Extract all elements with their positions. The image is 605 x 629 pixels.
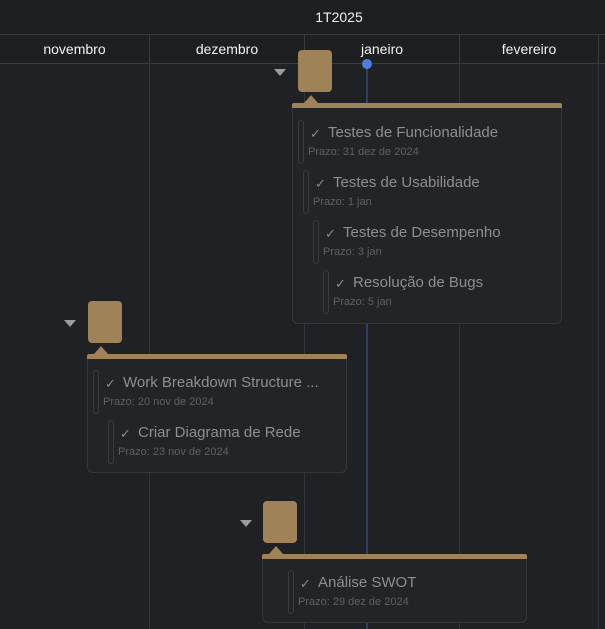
task-indent — [298, 120, 304, 164]
check-icon[interactable]: ✓ — [105, 376, 116, 391]
grid-line — [304, 63, 305, 629]
task-indent — [288, 570, 294, 614]
month-divider — [304, 35, 305, 63]
task-title: Work Breakdown Structure ... — [123, 374, 319, 391]
check-icon[interactable]: ✓ — [120, 426, 131, 441]
task-title: Testes de Funcionalidade — [328, 124, 499, 141]
task-indent — [323, 270, 329, 314]
month-february: fevereiro — [501, 41, 557, 57]
group-box — [292, 108, 562, 324]
month-divider — [149, 35, 150, 63]
task-due: Prazo: 5 jan — [333, 296, 392, 308]
task-card[interactable]: ✓ Testes de Desempenho Prazo: 3 jan — [313, 220, 548, 266]
task-due: Prazo: 31 dez de 2024 — [308, 146, 419, 158]
group-bar[interactable] — [87, 354, 347, 359]
task-indent — [93, 370, 99, 414]
group-bar[interactable] — [292, 103, 562, 108]
group-notch — [94, 346, 108, 354]
task-due: Prazo: 23 nov de 2024 — [118, 446, 229, 458]
group-handle[interactable] — [298, 50, 332, 92]
month-divider — [459, 35, 460, 63]
check-icon[interactable]: ✓ — [300, 576, 311, 591]
month-november: novembro — [43, 41, 106, 57]
task-card[interactable]: ✓ Análise SWOT Prazo: 29 dez de 2024 — [288, 570, 518, 616]
today-marker[interactable] — [362, 59, 372, 69]
task-title: Testes de Usabilidade — [333, 174, 480, 191]
task-title: Resolução de Bugs — [353, 274, 484, 291]
check-icon[interactable]: ✓ — [325, 226, 336, 241]
task-card[interactable]: ✓ Work Breakdown Structure ... Prazo: 20… — [93, 370, 338, 416]
month-december: dezembro — [195, 41, 259, 57]
task-indent — [303, 170, 309, 214]
task-due: Prazo: 29 dez de 2024 — [298, 596, 409, 608]
task-due: Prazo: 20 nov de 2024 — [103, 396, 214, 408]
quarter-header: 1T2025 — [0, 0, 605, 35]
task-indent — [108, 420, 114, 464]
task-title: Criar Diagrama de Rede — [138, 424, 301, 441]
task-card[interactable]: ✓ Testes de Usabilidade Prazo: 1 jan — [303, 170, 548, 216]
task-due: Prazo: 1 jan — [313, 196, 372, 208]
group-bar[interactable] — [262, 554, 527, 559]
task-due: Prazo: 3 jan — [323, 246, 382, 258]
task-card[interactable]: ✓ Criar Diagrama de Rede Prazo: 23 nov d… — [108, 420, 338, 466]
task-card[interactable]: ✓ Testes de Funcionalidade Prazo: 31 dez… — [298, 120, 548, 166]
task-indent — [313, 220, 319, 264]
task-card[interactable]: ✓ Resolução de Bugs Prazo: 5 jan — [323, 270, 548, 316]
group-box — [87, 359, 347, 473]
task-title: Análise SWOT — [318, 574, 417, 591]
grid-line — [459, 63, 460, 629]
today-line — [366, 64, 368, 629]
task-title: Testes de Desempenho — [343, 224, 501, 241]
check-icon[interactable]: ✓ — [310, 126, 321, 141]
grid-line — [149, 63, 150, 629]
group-handle[interactable] — [263, 501, 297, 543]
quarter-label: 1T2025 — [315, 9, 363, 25]
check-icon[interactable]: ✓ — [315, 176, 326, 191]
group-notch — [269, 546, 283, 554]
chevron-down-icon[interactable] — [240, 520, 252, 527]
month-january: janeiro — [360, 41, 404, 57]
grid-line — [598, 63, 599, 629]
check-icon[interactable]: ✓ — [335, 276, 346, 291]
chevron-down-icon[interactable] — [274, 69, 286, 76]
chevron-down-icon[interactable] — [64, 320, 76, 327]
group-notch — [304, 95, 318, 103]
month-divider — [598, 35, 599, 63]
group-handle[interactable] — [88, 301, 122, 343]
group-box — [262, 559, 527, 623]
